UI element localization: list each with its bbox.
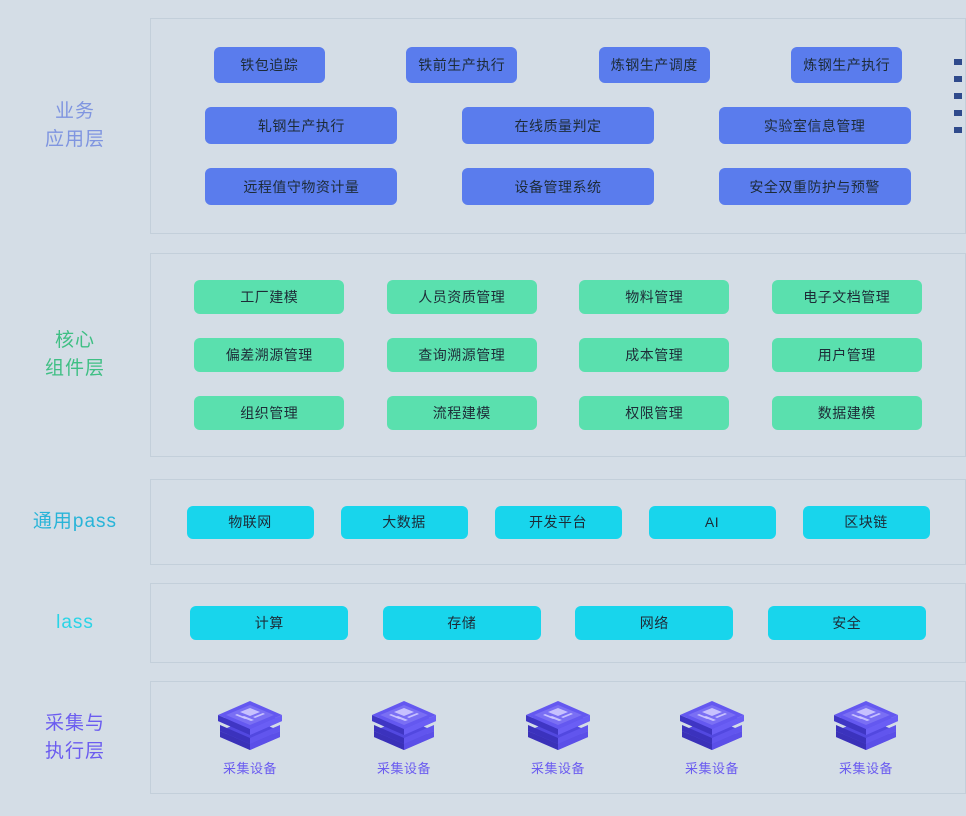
chip-iot[interactable]: 物联网 (186, 505, 314, 539)
bullet-mark-icon (954, 93, 962, 99)
device-item[interactable]: 采集设备 (214, 698, 286, 777)
device-item[interactable]: 采集设备 (368, 698, 440, 777)
layer-label-paas: 通用pass (32, 511, 118, 533)
layer-collection-execution: 采集与 执行层 (0, 681, 966, 794)
chip-steelmaking-scheduling[interactable]: 炼钢生产调度 (598, 47, 710, 83)
iaas-row-1: 计算 存储 网络 安全 (173, 606, 943, 640)
bullet-mark-icon (954, 127, 962, 133)
bullet-mark-icon (954, 59, 962, 65)
business-row-2: 轧钢生产执行 在线质量判定 实验室信息管理 (173, 107, 943, 144)
chip-safety-dual-prevention-warning[interactable]: 安全双重防护与预警 (718, 168, 911, 205)
chip-electronic-document-management[interactable]: 电子文档管理 (771, 280, 922, 314)
chip-steelmaking-execution[interactable]: 炼钢生产执行 (791, 47, 903, 83)
chip-cost-management[interactable]: 成本管理 (579, 338, 730, 372)
chip-rolling-execution[interactable]: 轧钢生产执行 (205, 107, 398, 144)
layer-panel-paas: 物联网 大数据 开发平台 AI 区块链 (150, 479, 966, 565)
layer-label-iaas: lass (56, 612, 94, 634)
business-row-3: 远程值守物资计量 设备管理系统 安全双重防护与预警 (173, 168, 943, 205)
layer-general-paas: 通用pass 物联网 大数据 开发平台 AI 区块链 (0, 479, 966, 565)
layer-label-core: 核心 组件层 (44, 330, 105, 379)
layer-panel-core: 工厂建模 人员资质管理 物料管理 电子文档管理 偏差溯源管理 查询溯源管理 成本… (150, 253, 966, 457)
core-row-2: 偏差溯源管理 查询溯源管理 成本管理 用户管理 (173, 338, 943, 372)
chip-network[interactable]: 网络 (575, 606, 734, 640)
layer-panel-iaas: 计算 存储 网络 安全 (150, 583, 966, 663)
chip-user-management[interactable]: 用户管理 (771, 338, 922, 372)
layer-label-collect: 采集与 执行层 (44, 712, 105, 762)
core-row-1: 工厂建模 人员资质管理 物料管理 电子文档管理 (173, 280, 943, 314)
business-row-1: 铁包追踪 铁前生产执行 炼钢生产调度 炼钢生产执行 (173, 47, 943, 83)
chip-data-modeling[interactable]: 数据建模 (771, 396, 922, 430)
device-label: 采集设备 (222, 761, 277, 776)
chip-permission-management[interactable]: 权限管理 (579, 396, 730, 430)
chip-remote-material-metering[interactable]: 远程值守物资计量 (205, 168, 398, 205)
bullet-mark-icon (954, 110, 962, 116)
chip-storage[interactable]: 存储 (382, 606, 541, 640)
device-label: 采集设备 (838, 761, 893, 776)
chip-process-modeling[interactable]: 流程建模 (386, 396, 537, 430)
device-item[interactable]: 采集设备 (676, 698, 748, 777)
collection-device-icon (368, 698, 440, 754)
chip-personnel-qualification[interactable]: 人员资质管理 (386, 280, 537, 314)
chip-ai[interactable]: AI (648, 505, 776, 539)
bullet-mark-icon (954, 76, 962, 82)
clipped-bullet-marks (954, 59, 966, 133)
device-label: 采集设备 (684, 761, 739, 776)
layer-business-application: 业务 应用层 铁包追踪 铁前生产执行 炼钢生产调度 炼钢生产执行 轧钢生产执行 … (0, 18, 966, 234)
chip-security[interactable]: 安全 (767, 606, 926, 640)
collection-device-icon (830, 698, 902, 754)
chip-compute[interactable]: 计算 (190, 606, 349, 640)
chip-blockchain[interactable]: 区块链 (802, 505, 930, 539)
layer-panel-collect: 采集设备 (150, 681, 966, 794)
collection-device-icon (214, 698, 286, 754)
chip-big-data[interactable]: 大数据 (340, 505, 468, 539)
chip-equipment-management-system[interactable]: 设备管理系统 (461, 168, 654, 205)
chip-ladle-tracking[interactable]: 铁包追踪 (213, 47, 325, 83)
chip-query-tracing[interactable]: 查询溯源管理 (386, 338, 537, 372)
chip-ironmaking-execution[interactable]: 铁前生产执行 (406, 47, 518, 83)
chip-organization-management[interactable]: 组织管理 (194, 396, 345, 430)
collection-device-icon (522, 698, 594, 754)
chip-online-quality-judgment[interactable]: 在线质量判定 (461, 107, 654, 144)
core-row-3: 组织管理 流程建模 权限管理 数据建模 (173, 396, 943, 430)
chip-development-platform[interactable]: 开发平台 (494, 505, 622, 539)
layer-label-business: 业务 应用层 (44, 101, 105, 150)
collection-device-icon (676, 698, 748, 754)
layer-iaas: lass 计算 存储 网络 安全 (0, 583, 966, 663)
layer-core-component: 核心 组件层 工厂建模 人员资质管理 物料管理 电子文档管理 偏差溯源管理 查询… (0, 253, 966, 457)
device-item[interactable]: 采集设备 (522, 698, 594, 777)
chip-lab-information-management[interactable]: 实验室信息管理 (718, 107, 911, 144)
device-label: 采集设备 (376, 761, 431, 776)
chip-material-management[interactable]: 物料管理 (579, 280, 730, 314)
device-item[interactable]: 采集设备 (830, 698, 902, 777)
chip-factory-modeling[interactable]: 工厂建模 (194, 280, 345, 314)
layer-panel-business: 铁包追踪 铁前生产执行 炼钢生产调度 炼钢生产执行 轧钢生产执行 在线质量判定 … (150, 18, 966, 234)
device-label: 采集设备 (530, 761, 585, 776)
chip-deviation-tracing[interactable]: 偏差溯源管理 (194, 338, 345, 372)
collect-row-1: 采集设备 (173, 698, 943, 777)
paas-row-1: 物联网 大数据 开发平台 AI 区块链 (173, 505, 943, 539)
